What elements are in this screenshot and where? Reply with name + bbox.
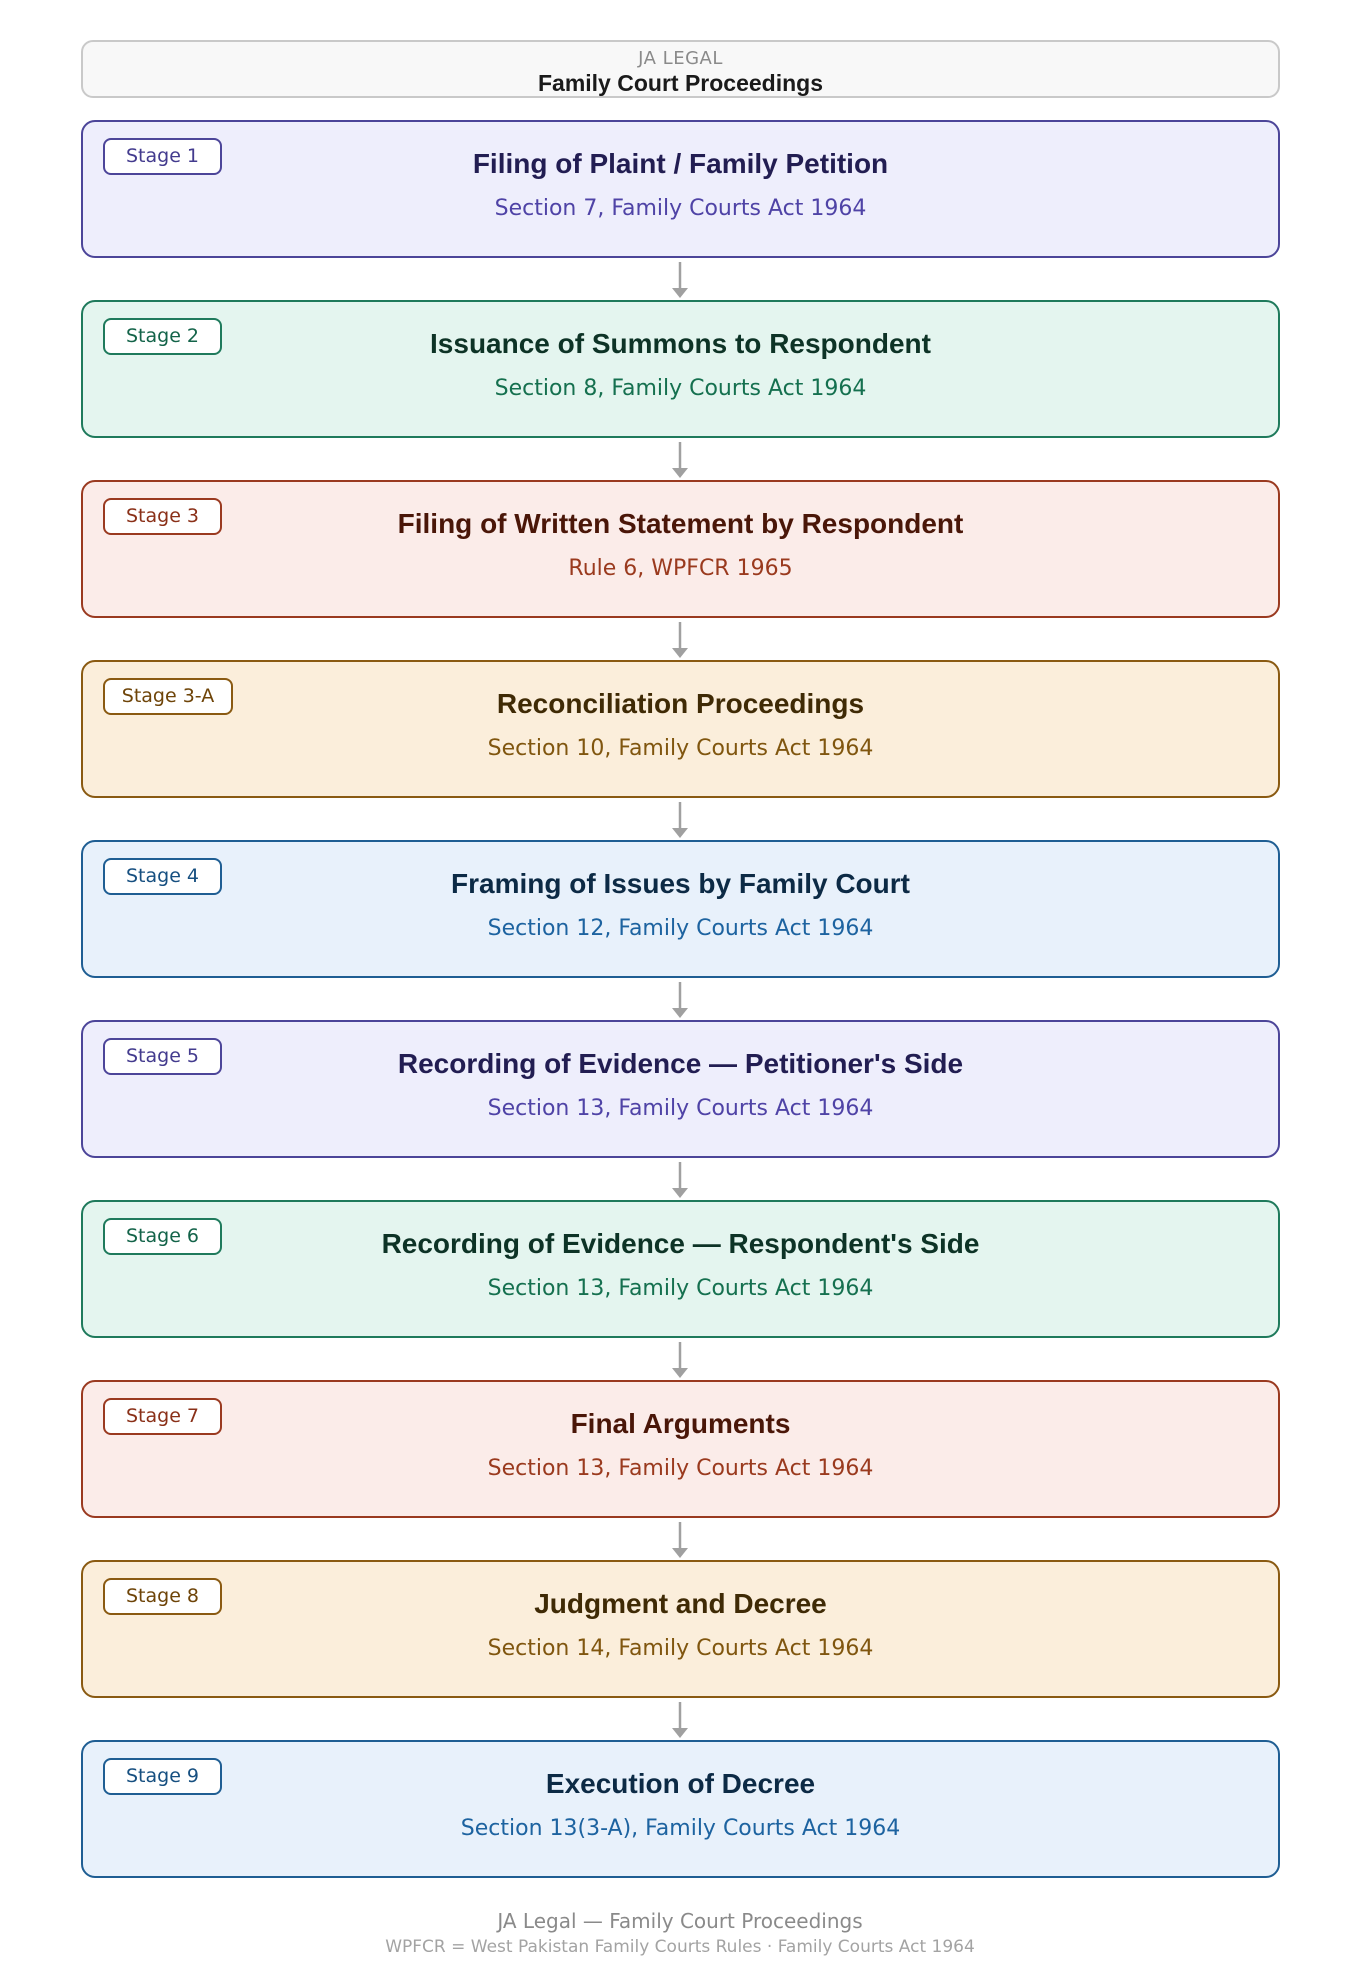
stage-reference: Section 13, Family Courts Act 1964 <box>487 1096 874 1121</box>
stage-title: Reconciliation Proceedings <box>496 688 865 719</box>
footer-caption: JA Legal — Family Court Proceedings <box>497 1909 863 1933</box>
stage-badge: Stage 8 <box>103 1578 222 1615</box>
stage-badge: Stage 3-A <box>103 678 233 715</box>
stage-badge: Stage 2 <box>103 318 222 355</box>
stage-card-9: Stage 9 Execution of Decree Section 13(3… <box>81 1740 1280 1878</box>
down-arrow-icon <box>672 622 688 658</box>
down-arrow-icon <box>672 802 688 838</box>
stage-badge: Stage 6 <box>103 1218 222 1255</box>
stage-reference: Section 13, Family Courts Act 1964 <box>487 1456 874 1481</box>
stage-title: Recording of Evidence — Petitioner's Sid… <box>397 1048 964 1079</box>
stage-reference: Section 14, Family Courts Act 1964 <box>487 1636 874 1661</box>
stage-title: Final Arguments <box>570 1408 791 1439</box>
stage-card-4: Stage 4 Framing of Issues by Family Cour… <box>81 840 1280 978</box>
stage-badge: Stage 7 <box>103 1398 222 1435</box>
stage-reference: Section 7, Family Courts Act 1964 <box>494 196 867 221</box>
down-arrow-icon <box>672 1162 688 1198</box>
page-title: Family Court Proceedings <box>537 70 823 96</box>
stage-card-8: Stage 8 Judgment and Decree Section 14, … <box>81 1560 1280 1698</box>
stage-card-6: Stage 6 Recording of Evidence — Responde… <box>81 1200 1280 1338</box>
down-arrow-icon <box>672 1702 688 1738</box>
stage-badge: Stage 4 <box>103 858 222 895</box>
stage-reference: Section 12, Family Courts Act 1964 <box>487 916 874 941</box>
stage-card-2: Stage 2 Issuance of Summons to Responden… <box>81 300 1280 438</box>
stage-title: Filing of Written Statement by Responden… <box>397 508 964 539</box>
brand-name: JA LEGAL <box>638 48 723 69</box>
down-arrow-icon <box>672 1522 688 1558</box>
stage-card-5: Stage 5 Recording of Evidence — Petition… <box>81 1020 1280 1158</box>
stage-badge: Stage 9 <box>103 1758 222 1795</box>
stage-card-1: Stage 1 Filing of Plaint / Family Petiti… <box>81 120 1280 258</box>
stage-reference: Section 10, Family Courts Act 1964 <box>487 736 874 761</box>
stage-title: Filing of Plaint / Family Petition <box>472 148 889 179</box>
stage-card-7: Stage 7 Final Arguments Section 13, Fami… <box>81 1380 1280 1518</box>
stage-badge: Stage 5 <box>103 1038 222 1075</box>
stage-title: Judgment and Decree <box>534 1588 827 1619</box>
stage-reference: Section 13, Family Courts Act 1964 <box>487 1276 874 1301</box>
down-arrow-icon <box>672 442 688 478</box>
stage-reference: Section 8, Family Courts Act 1964 <box>494 376 867 401</box>
stage-title: Execution of Decree <box>545 1768 816 1799</box>
stage-badge: Stage 3 <box>103 498 222 535</box>
down-arrow-icon <box>672 982 688 1018</box>
down-arrow-icon <box>672 262 688 298</box>
stage-card-3: Stage 3 Filing of Written Statement by R… <box>81 480 1280 618</box>
stage-reference: Rule 6, WPFCR 1965 <box>568 556 793 581</box>
stage-badge: Stage 1 <box>103 138 222 175</box>
stage-title: Recording of Evidence — Respondent's Sid… <box>381 1228 980 1259</box>
stage-title: Framing of Issues by Family Court <box>451 868 910 899</box>
down-arrow-icon <box>672 1342 688 1378</box>
stage-reference: Section 13(3-A), Family Courts Act 1964 <box>460 1816 901 1841</box>
document-header: JA LEGAL Family Court Proceedings <box>81 40 1280 98</box>
footer-note: WPFCR = West Pakistan Family Courts Rule… <box>385 1937 975 1957</box>
stage-card-3a: Stage 3-A Reconciliation Proceedings Sec… <box>81 660 1280 798</box>
stage-title: Issuance of Summons to Respondent <box>430 328 931 359</box>
